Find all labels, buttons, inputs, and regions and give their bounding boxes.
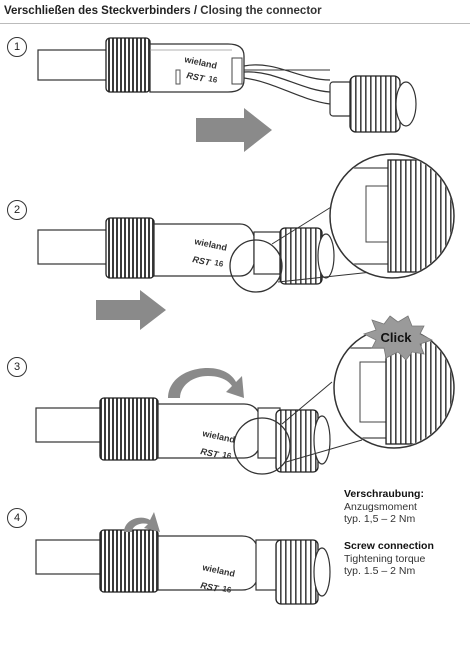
size-label: 16	[208, 74, 219, 85]
gland-nut	[99, 529, 159, 593]
straight-arrow-icon	[196, 108, 272, 152]
gland-nut	[105, 37, 151, 93]
rotate-arrow-icon	[168, 368, 244, 398]
torque-heading-german: Verschraubung:	[344, 488, 424, 500]
torque-note-german: Verschraubung: Anzugsmoment typ. 1,5 – 2…	[344, 488, 424, 526]
torque-line1-german: Anzugsmoment	[344, 500, 417, 513]
step-2-drawing	[37, 153, 455, 330]
socket-insert	[349, 75, 401, 133]
gland-nut	[99, 397, 159, 461]
torque-heading-english: Screw connection	[344, 540, 434, 552]
torque-line2-english: typ. 1.5 – 2 Nm	[344, 565, 416, 577]
model-label: RST	[200, 580, 221, 594]
cable	[35, 407, 103, 443]
step-number-2: 2	[7, 200, 27, 220]
step-number-4: 4	[7, 508, 27, 528]
connector-housing	[149, 43, 245, 93]
size-label: 16	[222, 584, 233, 595]
click-label: Click	[380, 330, 412, 345]
connector-housing	[153, 223, 255, 277]
title-german: Verschließen des Steckverbinders	[4, 5, 191, 17]
title-separator: /	[193, 5, 198, 17]
size-label: 16	[222, 450, 233, 461]
title-english: Closing the connector	[200, 5, 322, 17]
step-1-drawing	[37, 37, 417, 152]
model-label: RST	[186, 70, 207, 84]
cable	[37, 229, 109, 265]
step-number-1: 1	[7, 37, 27, 57]
torque-line1-english: Tightening torque	[344, 552, 426, 565]
header-divider	[0, 23, 470, 24]
straight-arrow-icon	[96, 290, 166, 330]
gland-nut	[105, 217, 155, 279]
socket-insert	[275, 409, 319, 473]
model-label: RST	[192, 254, 213, 268]
torque-note-english: Screw connection Tightening torque typ. …	[344, 540, 434, 578]
socket-insert	[279, 227, 323, 285]
cable	[35, 539, 103, 575]
model-label: RST	[200, 446, 221, 460]
housing-labels: wieland RST 16 wieland RST 16 wieland RS…	[183, 54, 236, 595]
cable	[37, 49, 109, 81]
rotate-arrow-icon	[124, 512, 160, 532]
step-4-drawing	[35, 512, 331, 605]
click-burst-icon	[362, 315, 434, 361]
size-label: 16	[214, 258, 225, 269]
torque-line2-german: typ. 1,5 – 2 Nm	[344, 513, 416, 525]
socket-insert	[275, 539, 319, 605]
page-title: Verschließen des Steckverbinders / Closi…	[4, 5, 322, 17]
step-number-3: 3	[7, 357, 27, 377]
